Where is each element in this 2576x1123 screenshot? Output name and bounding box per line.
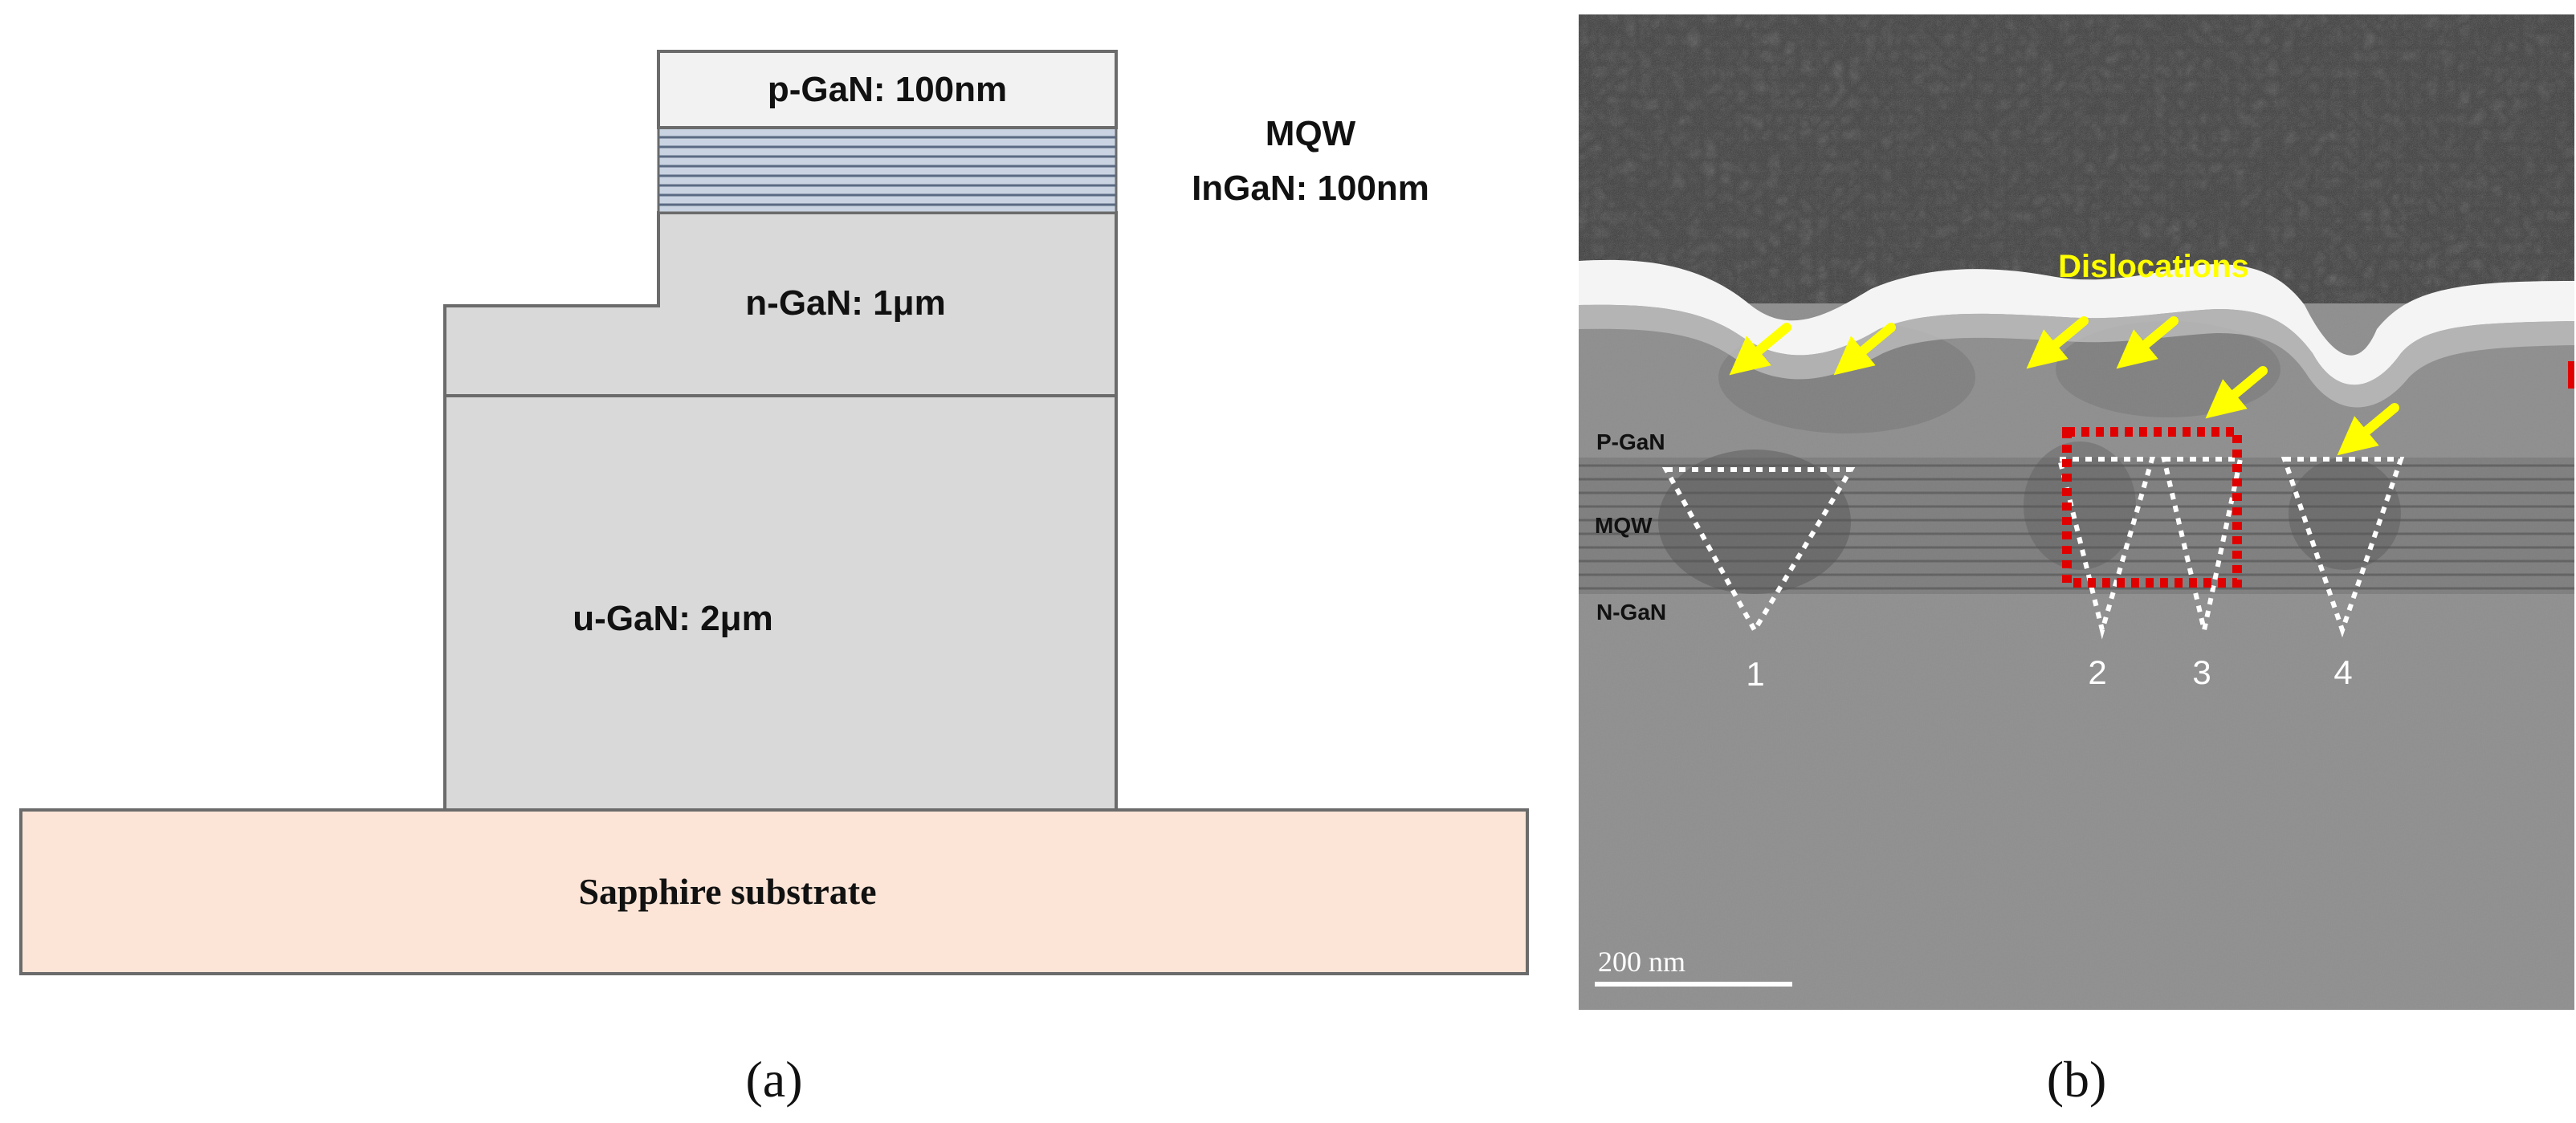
yellow-arrow-icon [1729,323,1791,376]
mqw-label-line1: MQW [1266,114,1356,153]
v-pit-triangles [1661,457,2405,640]
tem-mqw-label: MQW [1595,513,1653,538]
v-pit-triangle-1 [1661,467,1856,636]
yellow-arrow-icon [2026,316,2089,369]
dislocations-label: Dislocations [2058,249,2249,284]
yellow-arrow-icon [2337,403,2399,456]
panel-a-diagram: p-GaN: 100nm n-GaN: 1μm u-GaN: 2μm Sapph… [19,50,1529,1108]
sapphire-layer [19,808,1529,975]
red-highlight-box [2062,427,2242,588]
panel-a-caption: (a) [745,1051,802,1108]
u-gan-label: u-GaN: 2μm [573,599,772,638]
panel-b-tem-image: Dislocations P-GaN MQW N-GaN 1 2 3 4 200… [1579,14,2574,1010]
mqw-layer [657,126,1118,214]
n-gan-label: n-GaN: 1μm [745,283,945,323]
yellow-arrow-icon [1833,323,1896,376]
mqw-label-line2: InGaN: 100nm [1192,169,1429,208]
u-gan-layer [443,394,1118,812]
yellow-arrow-icon [2205,366,2268,419]
tem-p-gan-label: P-GaN [1596,429,1665,454]
v-pit-triangle-2 [2056,457,2155,640]
defect-number-2: 2 [2088,653,2106,691]
scale-bar [1595,982,1792,987]
tem-surface-band [1579,259,2574,385]
yellow-arrow-icon [2116,316,2179,369]
panel-b-caption: (b) [2047,1051,2107,1108]
defect-number-1: 1 [1746,655,1764,693]
scale-bar-label: 200 nm [1598,946,1685,978]
p-gan-label: p-GaN: 100nm [768,70,1007,109]
p-gan-layer [657,50,1118,129]
defect-number-4: 4 [2333,653,2352,691]
dislocation-arrows [1729,316,2399,456]
tem-n-gan-label: N-GaN [1596,600,1666,625]
v-pit-triangle-3 [2161,457,2244,631]
defect-number-3: 3 [2192,653,2211,691]
sapphire-label: Sapphire substrate [578,871,876,912]
v-pit-triangle-4 [2280,457,2405,638]
mqw-stripes [658,136,1116,206]
